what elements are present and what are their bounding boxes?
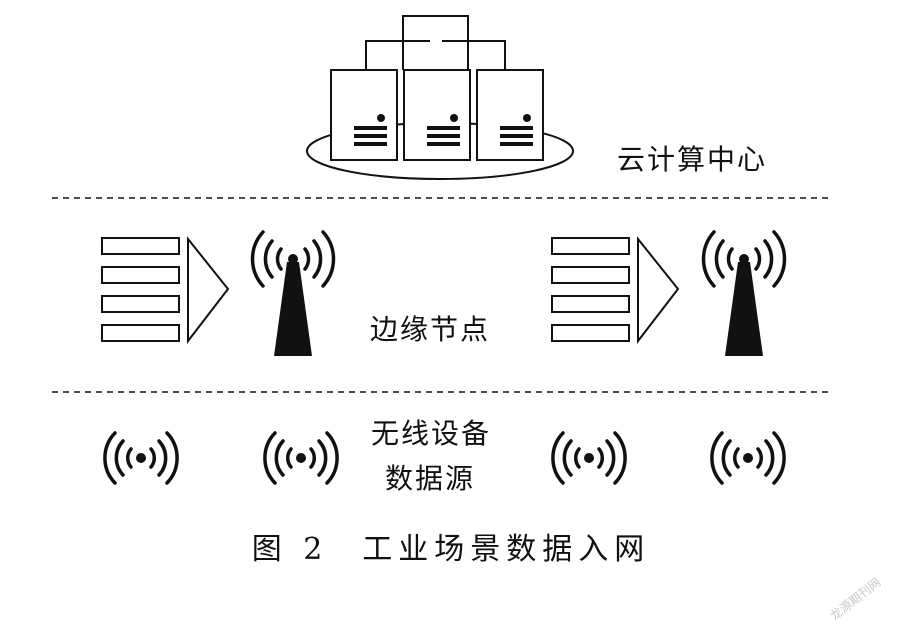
cloud-data-center [306,15,574,180]
wireless-device-label: 无线设备 [371,417,492,450]
edge-computing-diagram [52,15,830,485]
antenna-tower-icon [250,230,336,356]
wireless-signal-icon [551,431,627,485]
wireless-signal-icon [710,431,786,485]
data-source-label: 数据源 [385,462,476,495]
server-icon [403,69,471,161]
figure-caption: 图 2 工业场景数据入网 [0,535,902,565]
edge-node-left [101,230,336,356]
wireless-signal-icon [263,431,339,485]
wireless-signal-icon [103,431,179,485]
data-stack-icon [551,236,680,344]
edge-node-right [551,230,787,356]
wireless-devices [103,431,786,485]
server-icon [476,69,544,161]
cloud-center-label: 云计算中心 [617,143,768,176]
server-connector-lines [365,15,506,70]
server-icon [330,69,398,161]
figure-title: 工业场景数据入网 [362,532,651,567]
figure-number: 图 2 [251,532,329,567]
antenna-tower-icon [701,230,787,356]
data-stack-icon [101,236,230,344]
edge-node-label: 边缘节点 [370,313,491,346]
